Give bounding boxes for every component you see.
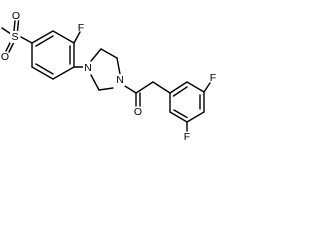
atom-sulfonyl-oxygen-top: O bbox=[12, 10, 20, 22]
atom-label-carbonyl-oxygen: O bbox=[134, 106, 142, 118]
bond-sulfur-oxygen-top bbox=[13, 20, 16, 32]
bond-methyl-sulfur bbox=[1, 27, 12, 35]
atom-label-fluorine-bottom: F bbox=[184, 131, 190, 143]
bond-ring-a-inner-1 bbox=[35, 35, 54, 47]
bond-ring-a-5 bbox=[31, 66, 54, 80]
atom-sulfur: S bbox=[10, 31, 20, 43]
atom-sulfonyl-oxygen-bottom: O bbox=[1, 51, 9, 63]
bond-sulfur-oxygen-top-double bbox=[16, 20, 20, 32]
bond-sulfur-oxygen-bottom-double bbox=[8, 41, 15, 53]
atom-label-sulfonyl-oxygen-top: O bbox=[12, 10, 20, 22]
atom-label-nitrogen-left: N bbox=[84, 62, 92, 74]
bond-methylene-ring bbox=[152, 81, 171, 94]
bond-piperazine-3 bbox=[116, 57, 121, 75]
atom-fluorine-bottom: F bbox=[184, 131, 190, 143]
bond-ring-b-inner-3 bbox=[173, 109, 188, 119]
bond-piperazine-1 bbox=[90, 48, 102, 62]
atom-fluorine-top: F bbox=[78, 22, 84, 34]
atom-nitrogen-left: N bbox=[83, 62, 93, 74]
atom-carbonyl-oxygen: O bbox=[134, 106, 142, 118]
bond-ring-a-2 bbox=[52, 30, 75, 44]
bond-ring-a-4 bbox=[52, 66, 75, 80]
atom-label-nitrogen-right: N bbox=[116, 74, 124, 86]
atom-label-fluorine-right: F bbox=[210, 72, 216, 84]
atom-label-sulfur: S bbox=[11, 31, 18, 43]
bond-piperazine-4 bbox=[98, 87, 114, 91]
atom-nitrogen-right: N bbox=[115, 74, 125, 86]
atom-labels: F S O O N N O F F bbox=[1, 10, 216, 143]
bond-ring-a-1 bbox=[31, 30, 54, 44]
bond-ring-fluorine-top bbox=[73, 31, 81, 44]
bond-ring-b-1 bbox=[169, 81, 188, 94]
atom-fluorine-right: F bbox=[210, 72, 216, 84]
bond-ring-a-inner-3 bbox=[35, 63, 54, 75]
bond-carbonyl-methylene bbox=[135, 81, 154, 94]
bond-piperazine-2 bbox=[100, 48, 118, 59]
bond-ring-b-2 bbox=[186, 81, 205, 93]
bond-ring-fluorine-right bbox=[203, 82, 211, 93]
bond-ring-b-4 bbox=[186, 111, 205, 123]
atom-label-sulfonyl-oxygen-bottom: O bbox=[1, 51, 9, 63]
bond-ring-b-5 bbox=[169, 111, 188, 123]
bond-ring-b-inner-1 bbox=[172, 86, 188, 97]
bond-sulfur-ring bbox=[20, 36, 33, 44]
bond-nitrogen-carbonyl bbox=[124, 85, 137, 94]
bonds bbox=[1, 20, 211, 132]
molecule-structure: F S O O N N O F F bbox=[1, 10, 216, 143]
atom-label-fluorine-top: F bbox=[78, 22, 84, 34]
bond-piperazine-5 bbox=[90, 74, 100, 91]
